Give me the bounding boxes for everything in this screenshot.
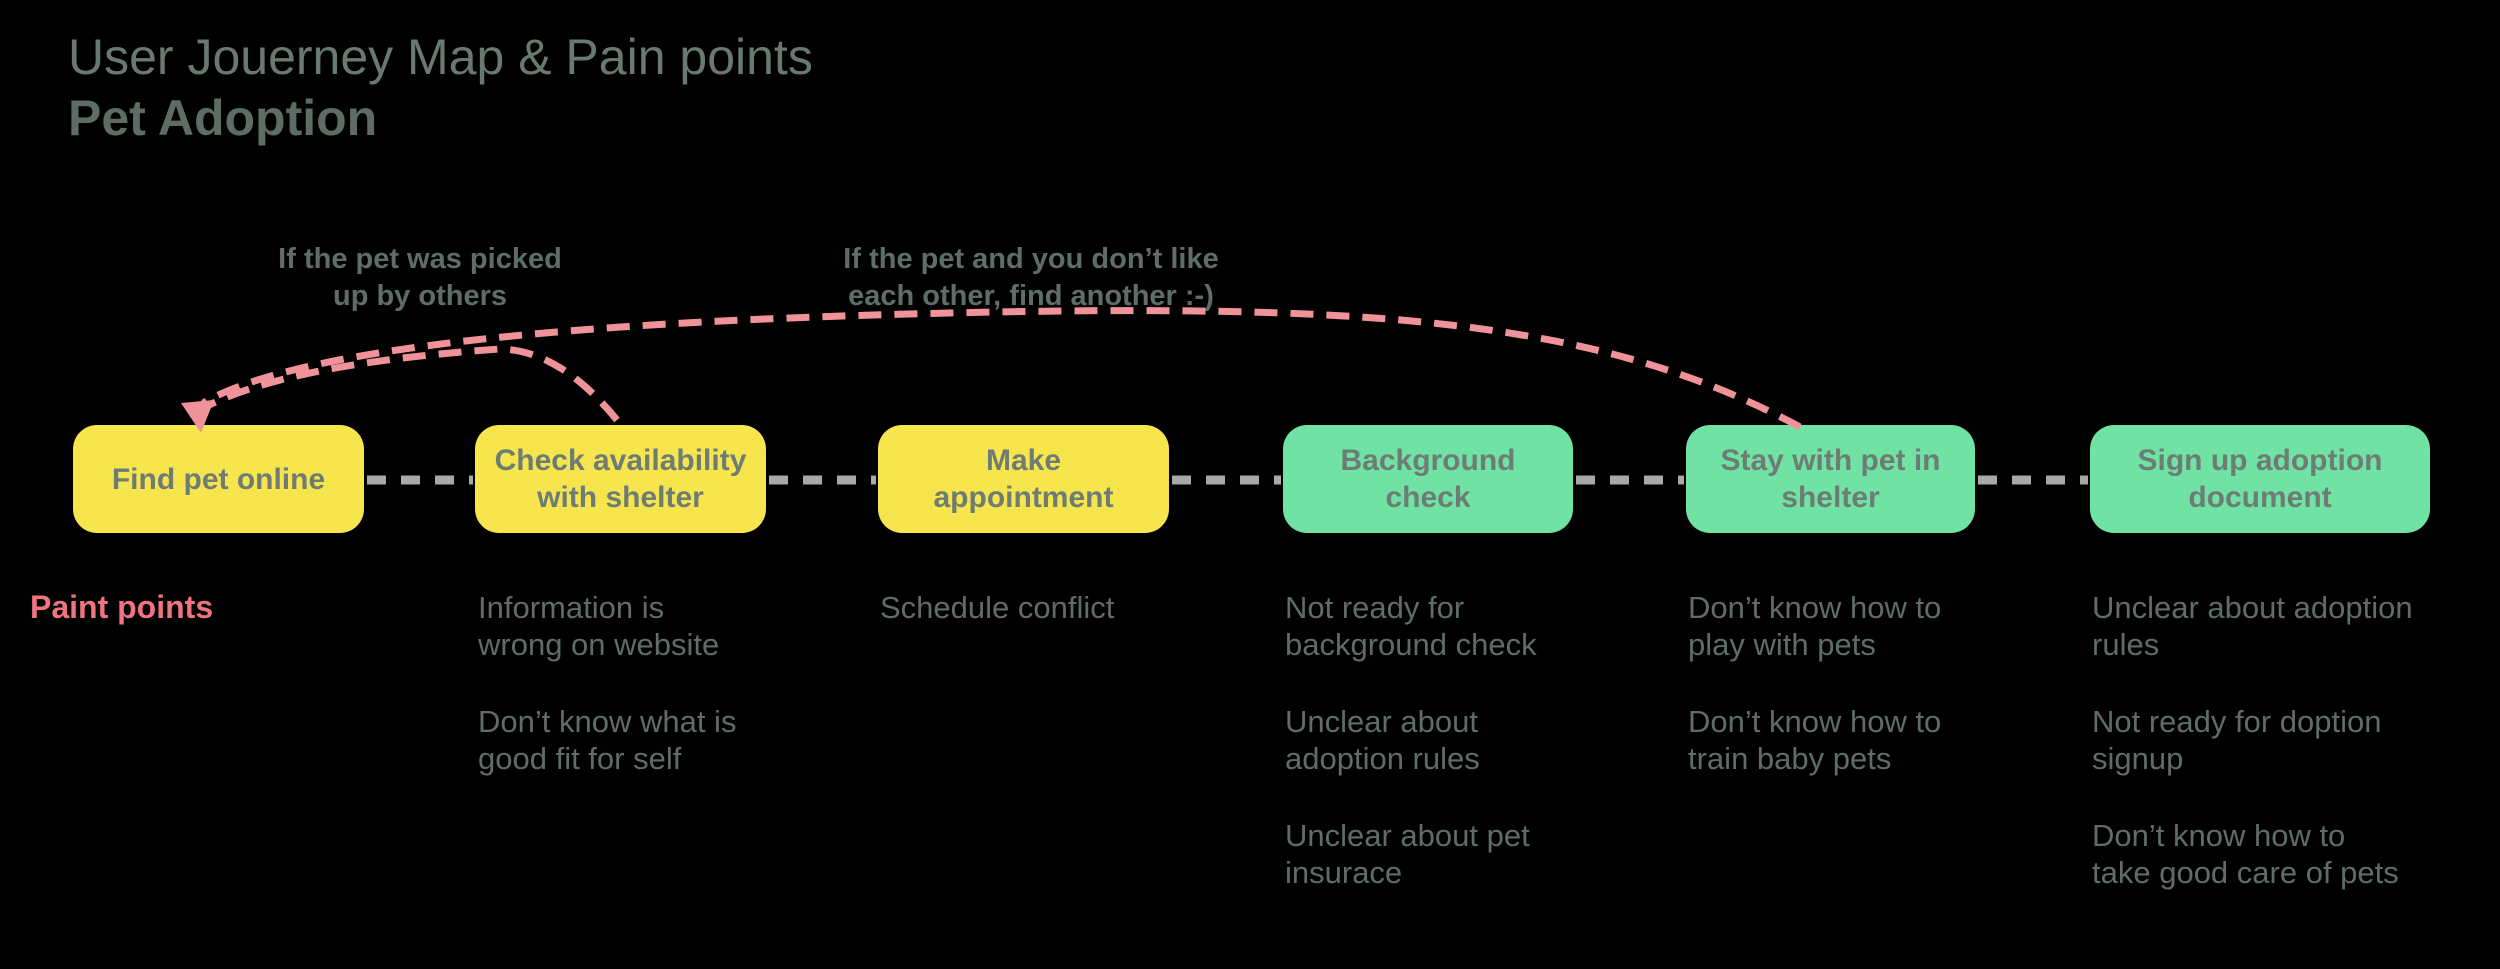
- pain-item: Don’t know what is good fit for self: [478, 704, 737, 776]
- page-title: User Jouerney Map & Pain points Pet Adop…: [68, 26, 813, 148]
- stage-box-sign-up-document: Sign up adoption document: [2090, 425, 2430, 533]
- pain-item: Unclear about adoption rules: [1285, 704, 1480, 776]
- stage-label: Stay with pet in shelter: [1720, 444, 1941, 514]
- pain-column-check-availability: Information is wrong on website Don’t kn…: [478, 589, 828, 817]
- stage-box-stay-with-pet: Stay with pet in shelter: [1686, 425, 1975, 533]
- pain-item: Unclear about adoption rules: [2092, 590, 2413, 662]
- pain-item: Not ready for doption signup: [2092, 704, 2382, 776]
- subtitle-text: Pet Adoption: [68, 90, 378, 146]
- pain-column-make-appointment: Schedule conflict: [880, 589, 1230, 666]
- title-text: User Jouerney Map & Pain points: [68, 29, 813, 85]
- pain-item: Information is wrong on website: [478, 590, 720, 662]
- stage-label: Find pet online: [111, 462, 326, 496]
- pain-column-stay-with-pet: Don’t know how to play with pets Don’t k…: [1688, 589, 2038, 817]
- pain-column-background-check: Not ready for background check Unclear a…: [1285, 589, 1635, 931]
- pain-column-sign-up-document: Unclear about adoption rules Not ready f…: [2092, 589, 2482, 931]
- pain-item: Don’t know how to train baby pets: [1688, 704, 1942, 776]
- pain-item: Don’t know how to take good care of pets: [2092, 818, 2399, 890]
- stage-box-check-availability: Check availability with shelter: [475, 425, 766, 533]
- stage-label: Background check: [1340, 444, 1516, 514]
- stage-label: Check availability with shelter: [494, 444, 747, 514]
- annotation-pet-picked-up: If the pet was picked up by others: [278, 243, 562, 312]
- pain-item: Schedule conflict: [880, 590, 1115, 625]
- pain-item: Not ready for background check: [1285, 590, 1537, 662]
- stage-label: Make appointment: [933, 444, 1114, 514]
- return-arrow-long: [201, 307, 1802, 431]
- return-arrow-short: [205, 345, 620, 423]
- stage-box-make-appointment: Make appointment: [878, 425, 1169, 533]
- pain-points-label: Paint points: [30, 589, 214, 625]
- pain-item: Don’t know how to play with pets: [1688, 590, 1942, 662]
- stage-box-find-pet-online: Find pet online: [73, 425, 364, 533]
- pain-item: Unclear about pet insurace: [1285, 818, 1530, 890]
- stage-label: Sign up adoption document: [2137, 444, 2383, 514]
- stage-box-background-check: Background check: [1283, 425, 1573, 533]
- annotation-find-another: If the pet and you don’t like each other…: [843, 243, 1219, 312]
